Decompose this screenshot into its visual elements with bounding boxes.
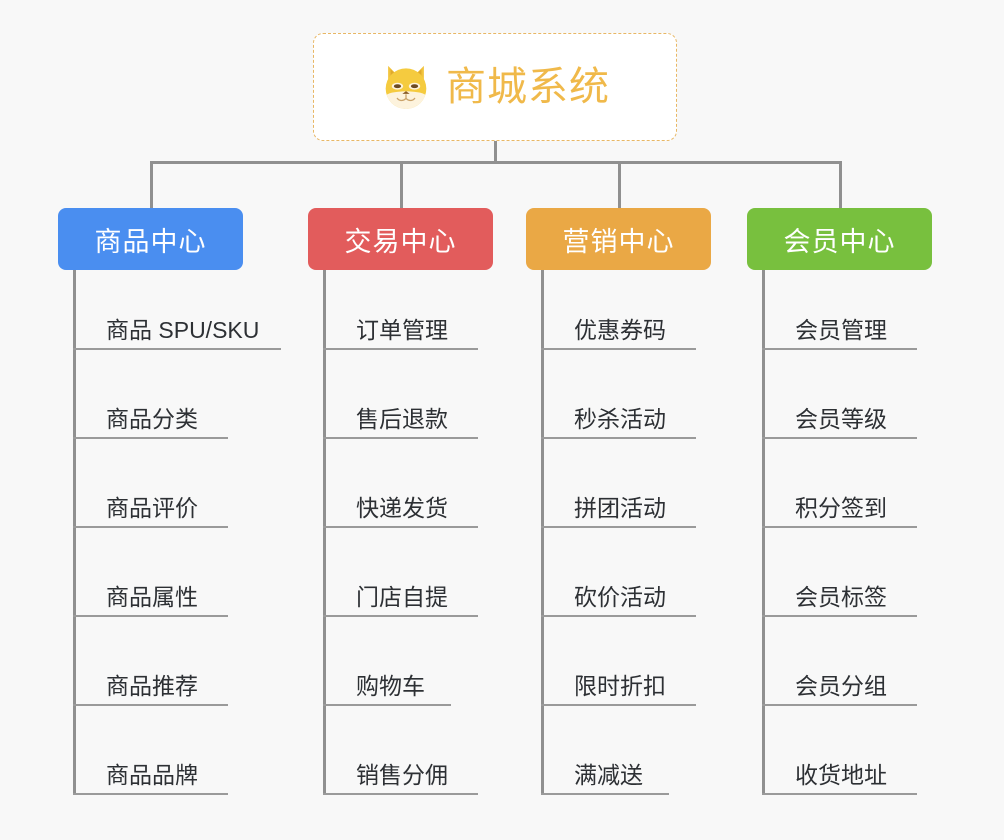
leaf-item-label: 满减送 <box>574 762 643 788</box>
leaf-item-rule <box>762 704 917 706</box>
leaf-item-label: 售后退款 <box>356 406 448 432</box>
connector-root-stem <box>494 141 497 163</box>
category-header-会员中心[interactable]: 会员中心 <box>747 208 932 270</box>
leaf-item-label: 销售分佣 <box>356 762 448 788</box>
category-header-label: 营销中心 <box>562 226 675 257</box>
leaf-item-rule <box>541 704 696 706</box>
leaf-item-rule <box>541 526 696 528</box>
leaf-item-label: 会员标签 <box>795 584 887 610</box>
leaf-item-rule <box>323 526 478 528</box>
leaf-item-label: 商品推荐 <box>106 673 198 699</box>
leaf-item-rule <box>541 348 696 350</box>
leaf-item-label: 订单管理 <box>356 317 448 343</box>
leaf-item-label: 会员管理 <box>795 317 887 343</box>
shiba-inu-dog-face-icon <box>385 65 427 109</box>
leaf-item-rule <box>73 437 228 439</box>
leaf-item-label: 商品属性 <box>106 584 198 610</box>
leaf-item-rule <box>323 437 478 439</box>
leaf-item-rule <box>73 704 228 706</box>
category-header-label: 会员中心 <box>783 226 896 257</box>
leaf-item-rule <box>762 526 917 528</box>
leaf-item-label: 商品评价 <box>106 495 198 521</box>
leaf-item-rule <box>73 348 281 350</box>
connector-horizontal-bus <box>150 161 842 164</box>
leaf-item-label: 限时折扣 <box>574 673 666 699</box>
category-header-label: 交易中心 <box>344 226 457 257</box>
leaf-item-rule <box>541 793 669 795</box>
leaf-item-rule <box>323 615 478 617</box>
leaf-item-label: 商品分类 <box>106 406 198 432</box>
leaf-item-rule <box>323 348 478 350</box>
leaf-item-rule <box>73 526 228 528</box>
leaf-item-rule <box>541 615 696 617</box>
category-header-商品中心[interactable]: 商品中心 <box>58 208 243 270</box>
leaf-item-rule <box>541 437 696 439</box>
leaf-item-label: 秒杀活动 <box>574 406 666 432</box>
connector-drop-1 <box>150 161 153 209</box>
leaf-item-rule <box>762 793 917 795</box>
leaf-item-label: 拼团活动 <box>574 495 666 521</box>
column-spine <box>73 270 76 795</box>
connector-drop-4 <box>839 161 842 209</box>
column-spine <box>323 270 326 795</box>
leaf-item-label: 积分签到 <box>795 495 887 521</box>
leaf-item-rule <box>323 793 478 795</box>
leaf-item-rule <box>762 615 917 617</box>
leaf-item-label: 优惠券码 <box>574 317 666 343</box>
leaf-item-rule <box>762 437 917 439</box>
category-header-营销中心[interactable]: 营销中心 <box>526 208 711 270</box>
leaf-item-label: 砍价活动 <box>574 584 666 610</box>
leaf-item-rule <box>73 793 228 795</box>
column-spine <box>762 270 765 795</box>
category-header-label: 商品中心 <box>94 226 207 257</box>
leaf-item-label: 商品品牌 <box>106 762 198 788</box>
leaf-item-label: 购物车 <box>356 673 425 699</box>
leaf-item-rule <box>762 348 917 350</box>
leaf-item-label: 门店自提 <box>356 584 448 610</box>
leaf-item-label: 商品 SPU/SKU <box>106 317 260 343</box>
leaf-item-rule <box>323 704 451 706</box>
column-spine <box>541 270 544 795</box>
leaf-item-label: 收货地址 <box>795 762 887 788</box>
connector-drop-3 <box>618 161 621 209</box>
leaf-item-label: 会员分组 <box>795 673 887 699</box>
root-node-label: 商城系统 <box>446 65 610 109</box>
leaf-item-label: 快递发货 <box>356 495 448 521</box>
leaf-item-label: 会员等级 <box>795 406 887 432</box>
root-node-商城系统[interactable]: 商城系统 <box>313 33 677 141</box>
connector-drop-2 <box>400 161 403 209</box>
category-header-交易中心[interactable]: 交易中心 <box>308 208 493 270</box>
leaf-item-rule <box>73 615 228 617</box>
